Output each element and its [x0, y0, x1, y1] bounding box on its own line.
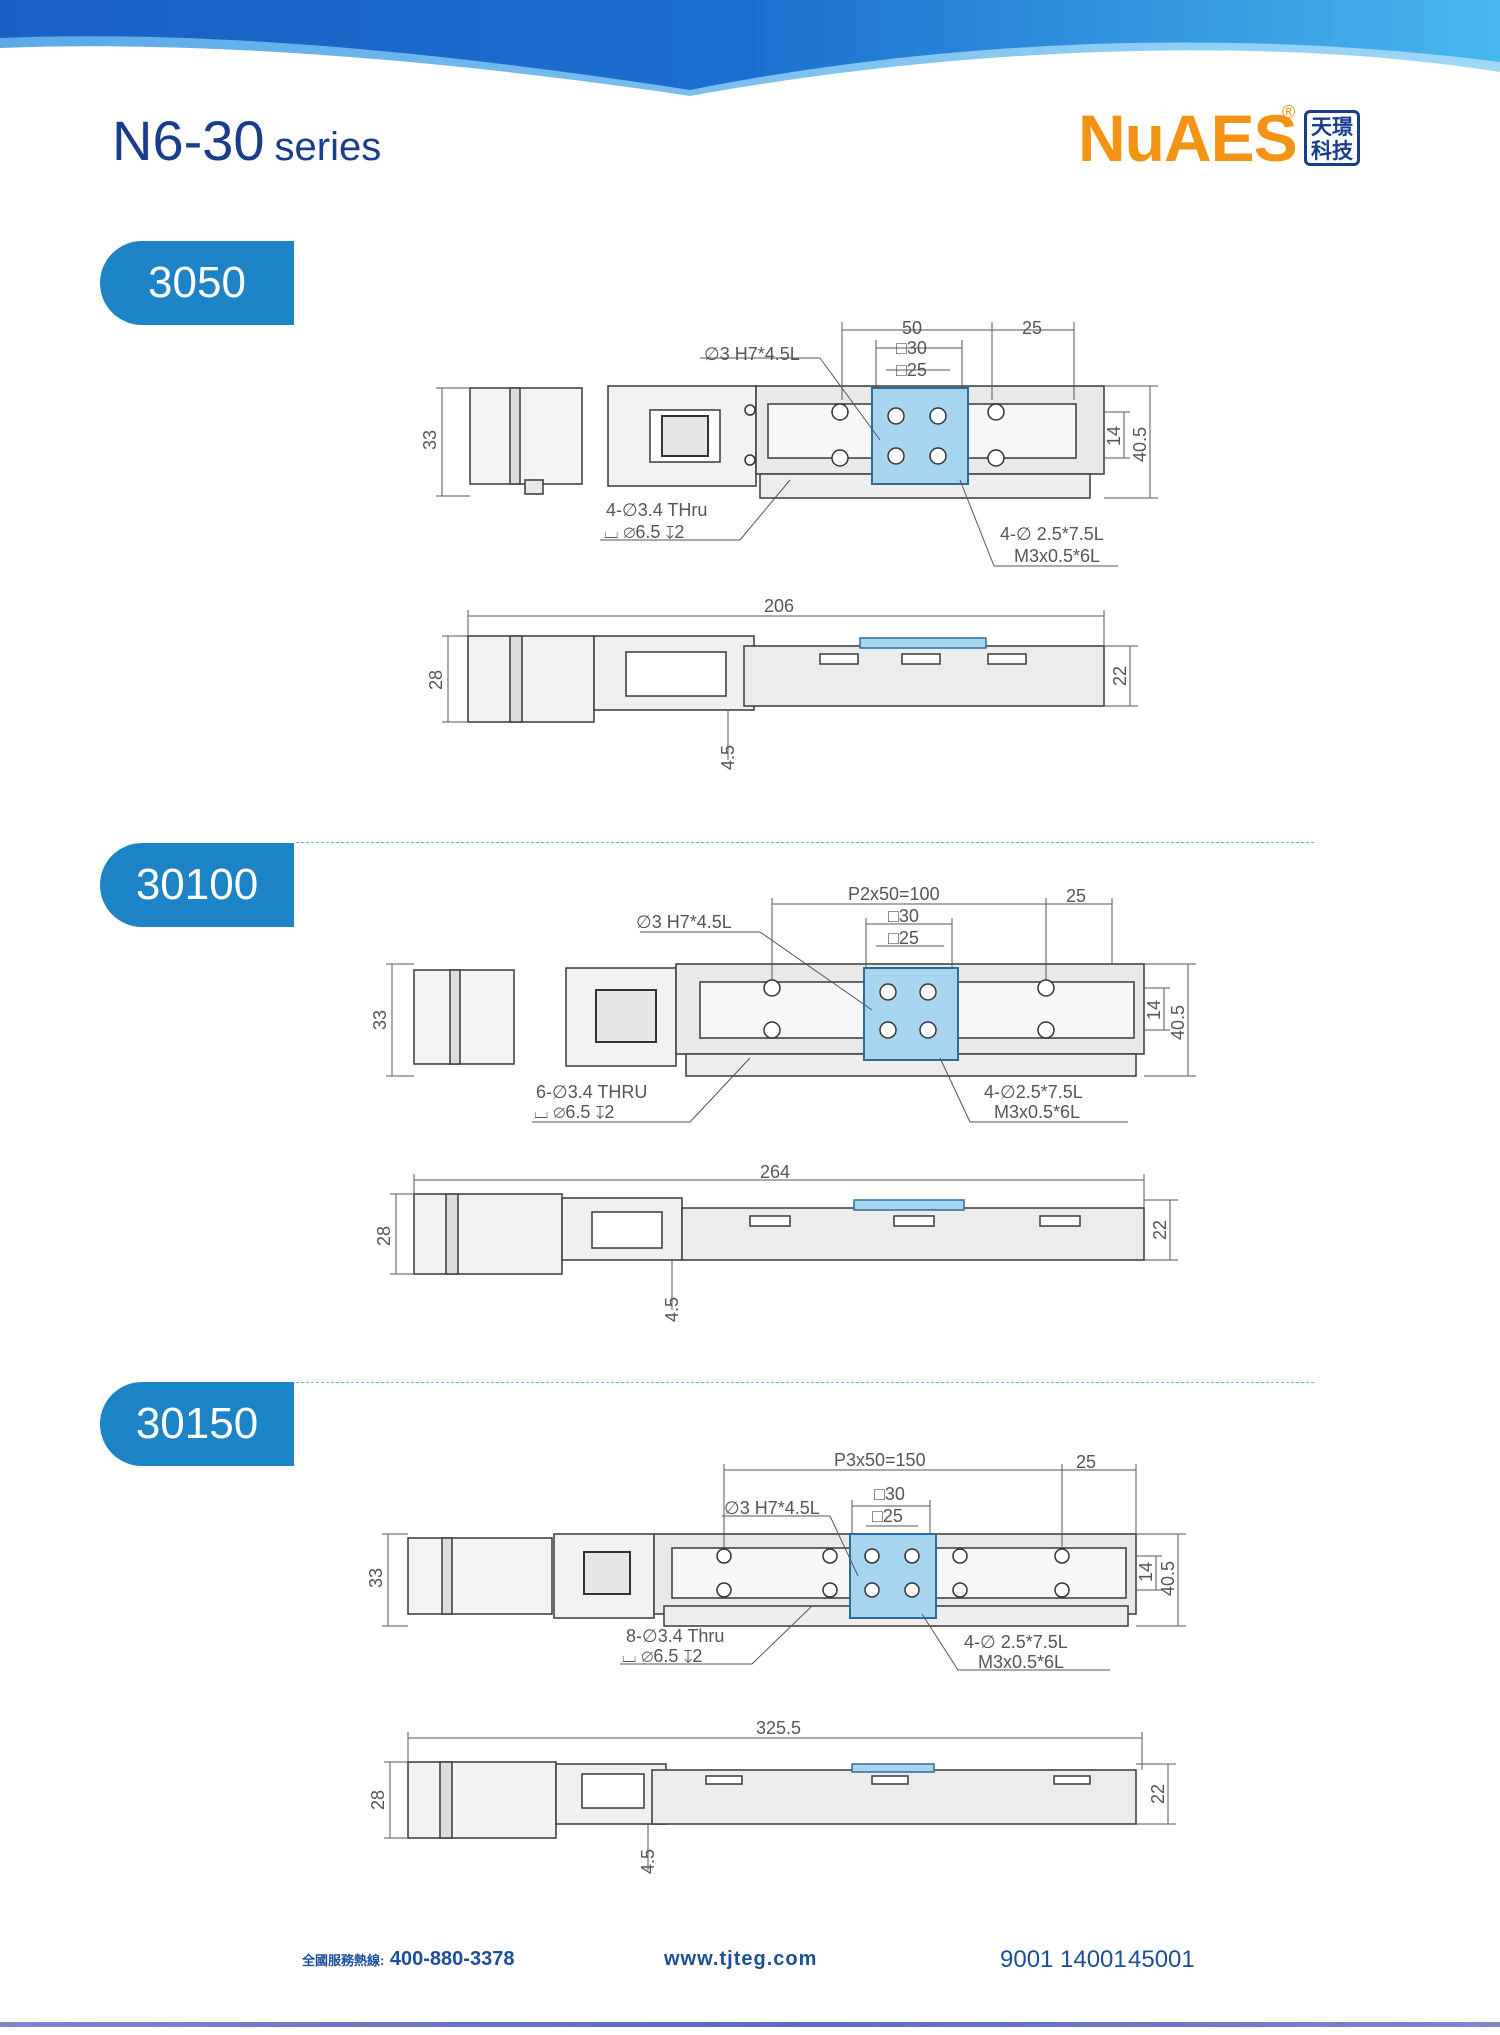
side-view-drawing-3050: 206 28 22 4.5	[0, 590, 1500, 780]
dim-end: 25	[1066, 886, 1086, 906]
dim-square-30: □30	[896, 338, 927, 358]
motor-connector	[524, 479, 544, 495]
dim-thru-holes: 6-∅3.4 THRU	[536, 1082, 647, 1102]
dim-rail: 14	[1104, 426, 1124, 446]
dim-square-25: □25	[888, 928, 919, 948]
section-tab-3050: 3050	[100, 241, 294, 325]
dim-end: 25	[1076, 1452, 1096, 1472]
motor-flange	[509, 387, 521, 485]
dim-pin-hole: ∅3 H7*4.5L	[724, 1498, 820, 1518]
base-hole	[744, 404, 756, 416]
dim-tap-holes: 4-∅ 2.5*7.5L	[964, 1632, 1068, 1652]
carriage-hole	[887, 447, 905, 465]
hotline-number: 400-880-3378	[389, 1948, 515, 1970]
dim-thru-holes: 8-∅3.4 Thru	[626, 1626, 724, 1646]
footer: 全國服務熱線: 400-880-3378 www.tjteg.com 9001 …	[0, 1940, 1500, 1980]
dim-pitch: 50	[902, 318, 922, 338]
dim-counterbore: ⌴ ∅6.5 ↧2	[534, 1102, 614, 1122]
header-wave-banner	[0, 0, 1500, 96]
carriage-hole	[887, 407, 905, 425]
dim-width-right: 40.5	[1130, 427, 1150, 462]
dim-length: 325.5	[756, 1718, 801, 1738]
dim-tap-thread: M3x0.5*6L	[1014, 546, 1100, 566]
dim-height-right: 22	[1110, 666, 1130, 686]
dim-height-left: 33	[420, 430, 440, 450]
dim-tap-holes: 4-∅ 2.5*7.5L	[1000, 524, 1104, 544]
dim-height-left: 33	[370, 1010, 390, 1030]
dim-pin-hole: ∅3 H7*4.5L	[704, 344, 800, 364]
iso-cert-45001: 45001	[1128, 1946, 1195, 1973]
dim-height-right: 22	[1148, 1784, 1168, 1804]
dim-height-left: 33	[366, 1568, 386, 1588]
dim-base: 4.5	[662, 1297, 682, 1322]
brand-name: NuAES	[1078, 101, 1298, 175]
carriage-hole	[929, 407, 947, 425]
hotline-label: 全國服務熱線:	[302, 1953, 385, 1968]
section-tab-30100: 30100	[100, 843, 294, 927]
dim-rail: 14	[1136, 1562, 1156, 1582]
dim-width-right: 40.5	[1168, 1005, 1188, 1040]
dim-tap-holes: 4-∅2.5*7.5L	[984, 1082, 1083, 1102]
dim-end: 25	[1022, 318, 1042, 338]
series-code: N6-30	[112, 109, 265, 172]
series-word: series	[274, 125, 382, 169]
dim-tap-thread: M3x0.5*6L	[994, 1102, 1080, 1122]
side-view-drawing-30150: 325.5 28 22 4.5	[0, 1700, 1500, 1880]
base-hole	[831, 403, 849, 421]
dim-height-left: 28	[368, 1790, 388, 1810]
base-hole	[987, 403, 1005, 421]
base-hole	[987, 449, 1005, 467]
section-tab-30150: 30150	[100, 1382, 294, 1466]
dim-pitch: P2x50=100	[848, 884, 940, 904]
footer-line	[0, 2022, 1500, 2027]
side-view-drawing-30100: 264 28 22 4.5	[0, 1150, 1500, 1330]
carriage-table	[871, 387, 969, 485]
dim-height-left: 28	[426, 670, 446, 690]
dim-rail: 14	[1144, 1000, 1164, 1020]
dim-height-right: 22	[1150, 1220, 1170, 1240]
brand-seal-line-1: 天璟	[1311, 114, 1353, 139]
carriage-hole	[929, 447, 947, 465]
top-view-drawing-30150: P3x50=150 25 □30 □25 ∅3 H7*4.5L 8-∅3.4 T…	[0, 1430, 1500, 1690]
dim-pin-hole: ∅3 H7*4.5L	[636, 912, 732, 932]
base-hole	[744, 454, 756, 466]
sensor-connector	[661, 415, 709, 457]
iso-cert-14001: 14001	[1060, 1946, 1127, 1973]
dim-height-left: 28	[374, 1226, 394, 1246]
brand-seal: 天璟 科技	[1304, 110, 1360, 166]
service-hotline: 全國服務熱線: 400-880-3378	[302, 1948, 514, 1971]
dim-counterbore: ⌴ ∅6.5 ↧2	[622, 1646, 702, 1666]
dim-base: 4.5	[718, 745, 738, 770]
dim-base: 4.5	[638, 1849, 658, 1874]
dim-pitch: P3x50=150	[834, 1450, 926, 1470]
brand-seal-line-2: 科技	[1311, 138, 1353, 163]
registered-mark: ®	[1282, 102, 1296, 122]
website-link[interactable]: www.tjteg.com	[664, 1948, 818, 1970]
dim-length: 206	[764, 596, 794, 616]
section-divider	[296, 842, 1314, 843]
dim-square-25: □25	[872, 1506, 903, 1526]
dim-thru-holes: 4-∅3.4 THru	[606, 500, 707, 520]
iso-cert-9001: 9001	[1000, 1946, 1054, 1973]
dim-square-30: □30	[874, 1484, 905, 1504]
section-divider	[296, 1382, 1314, 1383]
top-view-drawing-30100: P2x50=100 25 □30 □25 ∅3 H7*4.5L 6-∅3.4 T…	[0, 870, 1500, 1140]
dim-width-right: 40.5	[1158, 1561, 1178, 1596]
dim-tap-thread: M3x0.5*6L	[978, 1652, 1064, 1672]
dim-square-30: □30	[888, 906, 919, 926]
dim-length: 264	[760, 1162, 790, 1182]
dim-counterbore: ⌴ ∅6.5 ↧2	[604, 522, 684, 542]
dim-square-25: □25	[896, 360, 927, 380]
top-view-drawing-3050: 50 25 □30 □25 ∅3 H7*4.5L 4-∅3.4 THru ⌴ ∅…	[0, 300, 1500, 580]
motor-body	[469, 387, 583, 485]
base-hole	[831, 449, 849, 467]
